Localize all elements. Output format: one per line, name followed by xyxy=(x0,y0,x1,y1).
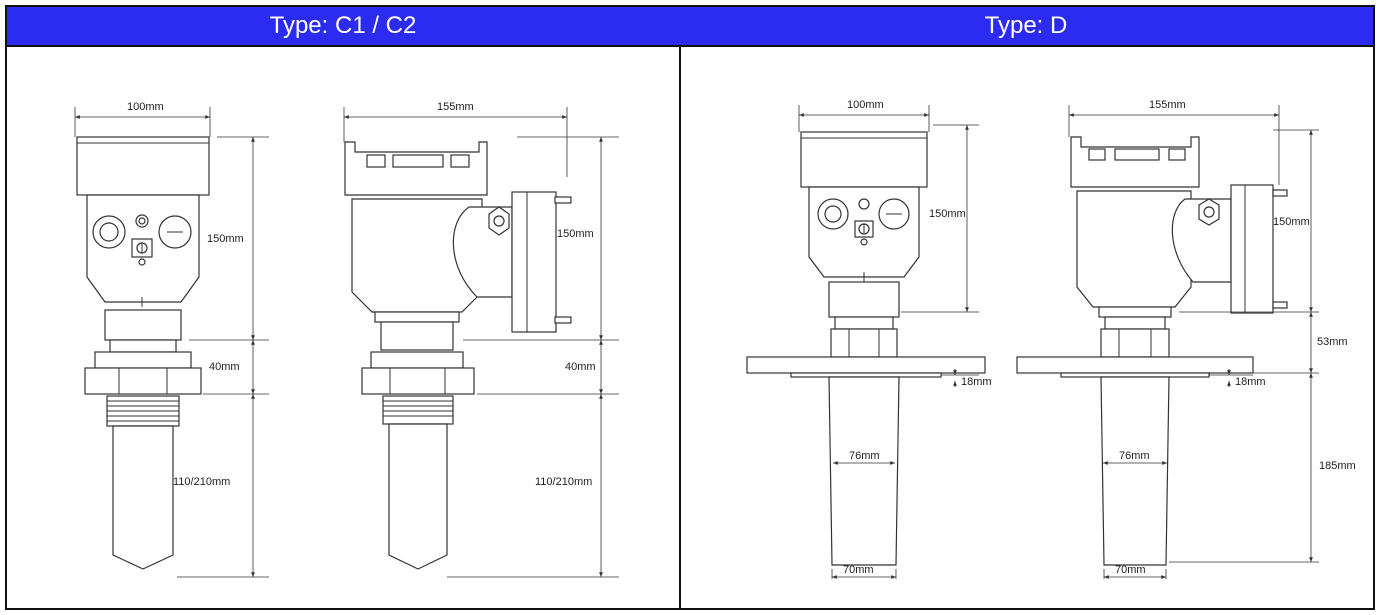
dim-front-probe: 110/210mm xyxy=(173,476,230,488)
dim-d-side-width: 155mm xyxy=(1149,99,1186,111)
dim-d-front-width: 100mm xyxy=(847,99,884,111)
panel-title-type-d: Type: D xyxy=(679,7,1373,47)
dim-d-front-head-height: 150mm xyxy=(929,208,966,220)
panel-type-c: Type: C1 / C2 100mm xyxy=(7,7,681,608)
side-view-type-c: 155mm xyxy=(343,101,619,578)
side-view-type-d: 155mm xyxy=(1016,99,1356,579)
drawing-type-d: 100mm xyxy=(746,99,1356,579)
drawing-type-c: 100mm xyxy=(74,101,619,578)
panel-type-d: Type: D 100mm xyxy=(679,7,1373,608)
dim-d-side-neck: 53mm xyxy=(1317,336,1348,348)
dim-d-side-head-height: 150mm xyxy=(1273,216,1310,228)
front-view-type-c: 100mm xyxy=(74,101,269,578)
dim-d-front-horn-bottom: 70mm xyxy=(843,564,874,576)
dim-side-width: 155mm xyxy=(437,101,474,113)
drawing-sheet: Type: C1 / C2 100mm xyxy=(5,5,1375,610)
panel-title-type-c: Type: C1 / C2 xyxy=(7,7,679,47)
dim-d-side-horn-top: 76mm xyxy=(1119,450,1150,462)
dim-side-neck: 40mm xyxy=(565,361,596,373)
dim-d-side-probe: 185mm xyxy=(1319,460,1356,472)
front-view-type-d: 100mm xyxy=(746,99,992,579)
dim-d-side-flange: 18mm xyxy=(1235,376,1266,388)
dim-side-head-height: 150mm xyxy=(557,228,594,240)
dim-side-probe: 110/210mm xyxy=(535,476,592,488)
dim-front-width: 100mm xyxy=(127,101,164,113)
dim-front-head-height: 150mm xyxy=(207,233,244,245)
dim-d-front-horn-top: 76mm xyxy=(849,450,880,462)
dim-d-side-horn-bottom: 70mm xyxy=(1115,564,1146,576)
dim-d-front-flange: 18mm xyxy=(961,376,992,388)
dim-front-neck: 40mm xyxy=(209,361,240,373)
